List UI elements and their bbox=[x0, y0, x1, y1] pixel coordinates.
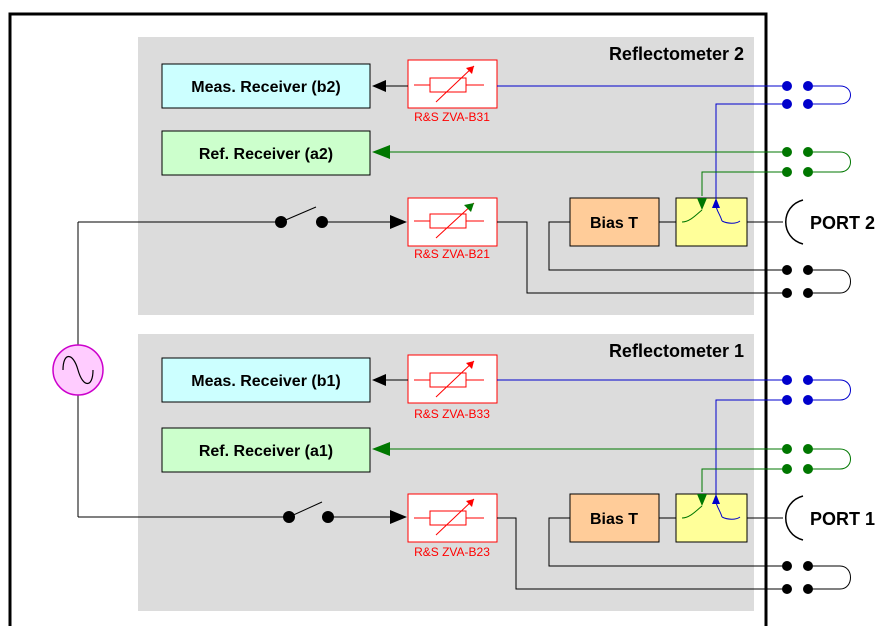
switch-icon bbox=[283, 501, 334, 523]
signal-source[interactable] bbox=[52, 222, 104, 517]
attenuator-b21-label: R&S ZVA-B21 bbox=[414, 247, 490, 261]
blue-meas-path-1 bbox=[497, 379, 766, 520]
meas-receiver-b1[interactable]: Meas. Receiver (b1) bbox=[161, 357, 371, 403]
variable-attenuator-icon bbox=[414, 65, 484, 103]
reflectometer-2-title: Reflectometer 2 bbox=[609, 44, 744, 64]
meas-receiver-b2-label: Meas. Receiver (b2) bbox=[191, 79, 340, 96]
connector-icon[interactable] bbox=[766, 561, 851, 594]
connector-icon[interactable] bbox=[766, 444, 851, 474]
meas-receiver-b1-label: Meas. Receiver (b1) bbox=[191, 373, 340, 390]
arrow-to-b2 bbox=[372, 80, 386, 92]
attenuator-b21-box bbox=[407, 197, 498, 247]
variable-attenuator-icon bbox=[414, 202, 484, 239]
switch-icon bbox=[275, 206, 328, 228]
bias-t-2-box bbox=[569, 197, 660, 247]
port-2-connector-icon[interactable] bbox=[785, 199, 804, 245]
coupler-2 bbox=[675, 197, 748, 247]
ref-receiver-a2[interactable]: Ref. Receiver (a2) bbox=[161, 130, 371, 176]
ref-receiver-a2-label: Ref. Receiver (a2) bbox=[199, 146, 333, 163]
attenuator-b33[interactable]: R&S ZVA-B33 bbox=[407, 354, 498, 421]
meas-receiver-b1-box bbox=[161, 357, 371, 403]
arrow-to-b21 bbox=[390, 215, 407, 229]
attenuator-b33-label: R&S ZVA-B33 bbox=[414, 407, 490, 421]
bias-t-1-box bbox=[569, 493, 660, 543]
meas-receiver-b2-box bbox=[161, 63, 371, 109]
attenuator-b31[interactable]: R&S ZVA-B31 bbox=[407, 59, 498, 124]
green-ref-path-2 bbox=[372, 145, 766, 223]
bias-t-1-label: Bias T bbox=[590, 511, 638, 528]
reflectometer-1: Reflectometer 1 Meas. Receiver (b1) Ref.… bbox=[78, 334, 766, 611]
meas-receiver-b2[interactable]: Meas. Receiver (b2) bbox=[161, 63, 371, 109]
arrow-to-b1 bbox=[372, 374, 386, 386]
variable-attenuator-icon bbox=[414, 360, 484, 398]
ref-receiver-a1-box bbox=[161, 427, 371, 473]
coupler-1 bbox=[675, 493, 748, 543]
attenuator-b21[interactable]: R&S ZVA-B21 bbox=[407, 197, 498, 261]
connector-pairs-2: PORT 2 bbox=[747, 81, 875, 298]
ref-receiver-a1[interactable]: Ref. Receiver (a1) bbox=[161, 427, 371, 473]
connector-icon[interactable] bbox=[766, 265, 851, 298]
connector-icon[interactable] bbox=[766, 147, 851, 177]
wire-b23-to-connector bbox=[497, 517, 766, 590]
attenuator-b31-label: R&S ZVA-B31 bbox=[414, 110, 490, 124]
blue-meas-path-2 bbox=[497, 85, 766, 224]
ref-receiver-a2-box bbox=[161, 130, 371, 176]
connector-pairs-1: PORT 1 bbox=[747, 375, 875, 594]
attenuator-b31-box bbox=[407, 59, 498, 109]
bias-t-1[interactable]: Bias T bbox=[569, 493, 660, 543]
reflectometer-2: Reflectometer 2 Meas. Receiver (b2) Ref.… bbox=[78, 37, 766, 315]
attenuator-b23[interactable]: R&S ZVA-B23 bbox=[407, 493, 498, 559]
connector-icon[interactable] bbox=[766, 81, 851, 109]
arrow-to-b23 bbox=[390, 510, 407, 524]
port-2-label: PORT 2 bbox=[810, 213, 875, 233]
wire-bias-t-1-to-connector bbox=[548, 517, 766, 567]
green-ref-path-1 bbox=[372, 442, 766, 519]
reflectometer-1-title: Reflectometer 1 bbox=[609, 341, 744, 361]
bias-t-2[interactable]: Bias T bbox=[569, 197, 660, 247]
bias-t-2-label: Bias T bbox=[590, 215, 638, 232]
port-1-connector-icon[interactable] bbox=[785, 495, 804, 541]
wire-b21-to-connector bbox=[497, 221, 766, 294]
attenuator-b23-label: R&S ZVA-B23 bbox=[414, 545, 490, 559]
port-1-label: PORT 1 bbox=[810, 509, 875, 529]
ref-receiver-a1-label: Ref. Receiver (a1) bbox=[199, 443, 333, 460]
sine-source-icon bbox=[52, 344, 104, 396]
variable-attenuator-icon bbox=[414, 498, 484, 536]
connector-icon[interactable] bbox=[766, 375, 851, 405]
attenuator-b33-box bbox=[407, 354, 498, 404]
instrument-frame bbox=[8, 12, 768, 626]
wire-bias-t-2-to-connector bbox=[548, 221, 766, 271]
